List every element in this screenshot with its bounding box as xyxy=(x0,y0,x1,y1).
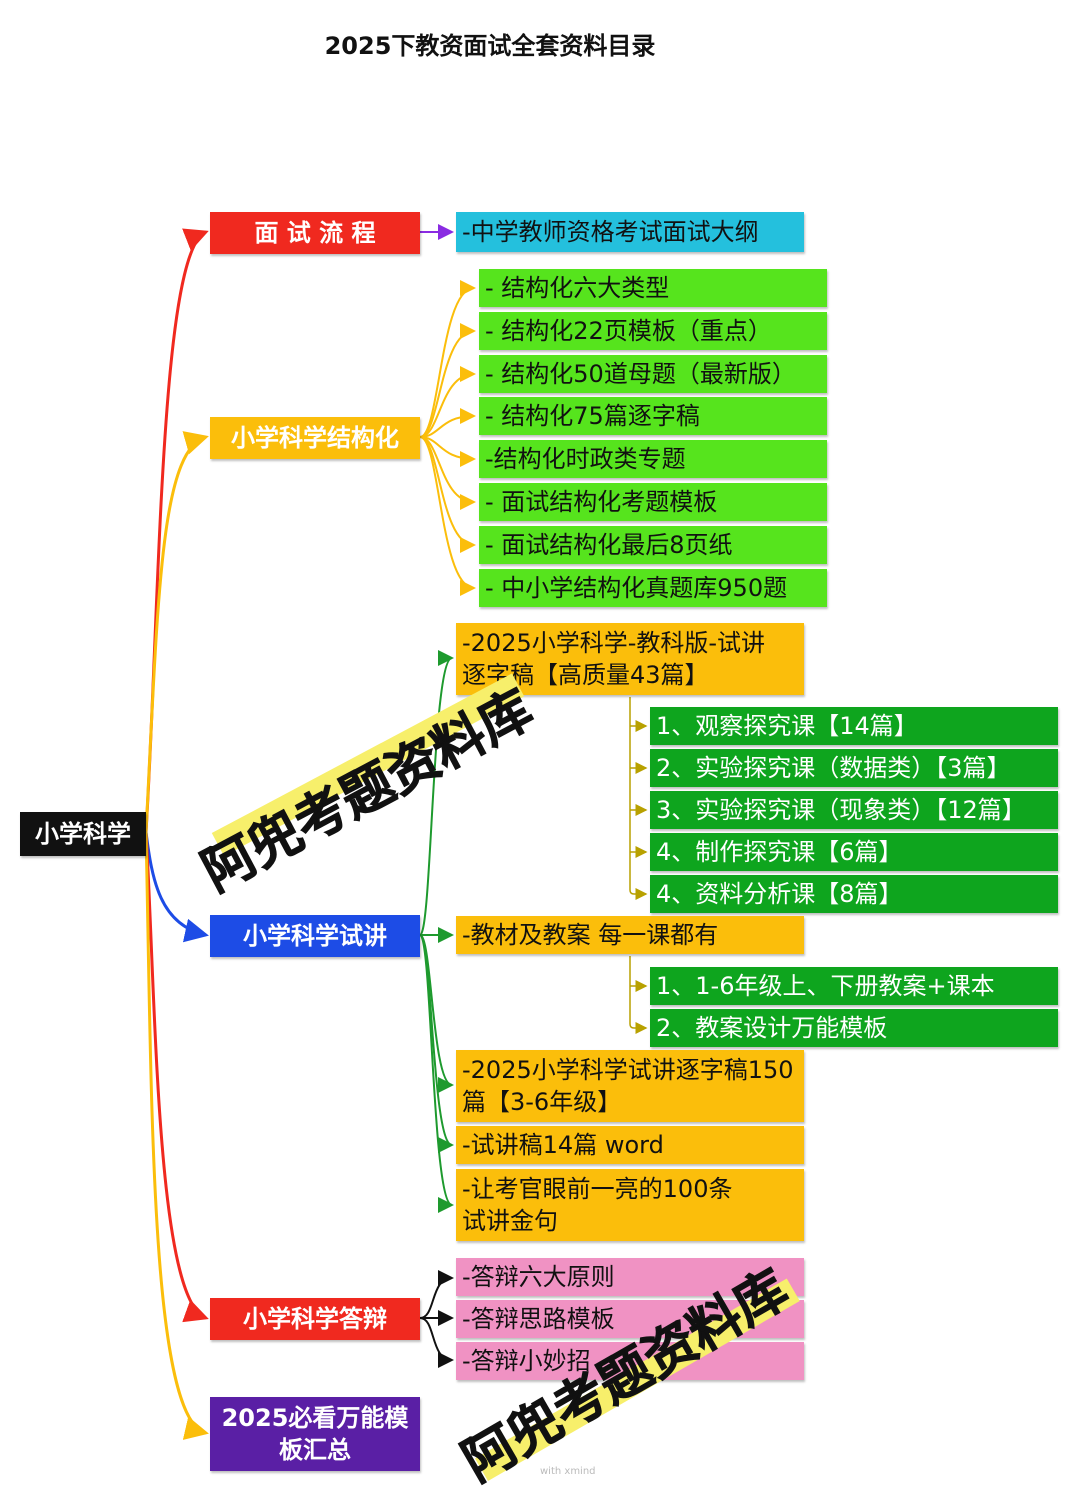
interview-outline-item[interactable]: -中学教师资格考试面试大纲 xyxy=(456,212,804,252)
lecture-subitem[interactable]: 1、观察探究课【14篇】 xyxy=(650,707,1058,745)
root-label: 小学科学 xyxy=(35,820,131,848)
structured-item[interactable]: - 面试结构化考题模板 xyxy=(479,483,827,521)
structured-item[interactable]: - 结构化六大类型 xyxy=(479,269,827,307)
lesson-plan-subitem[interactable]: 2、教案设计万能模板 xyxy=(650,1009,1058,1047)
structured-item[interactable]: - 结构化75篇逐字稿 xyxy=(479,397,827,435)
structured-item[interactable]: - 结构化22页模板（重点） xyxy=(479,312,827,350)
lecture-subitem[interactable]: 4、资料分析课【8篇】 xyxy=(650,875,1058,913)
lecture-item-transcripts-150[interactable]: -2025小学科学试讲逐字稿150 篇【3-6年级】 xyxy=(456,1050,804,1122)
page-title: 2025下教资面试全套资料目录 xyxy=(324,32,656,60)
defense-item[interactable]: -答辩六大原则 xyxy=(456,1258,804,1296)
structured-item[interactable]: -结构化时政类专题 xyxy=(479,440,827,478)
structured-item[interactable]: - 中小学结构化真题库950题 xyxy=(479,569,827,607)
branch-interview-flow[interactable]: 面 试 流 程 xyxy=(210,212,420,254)
lecture-subitem[interactable]: 3、实验探究课（现象类）【12篇】 xyxy=(650,791,1058,829)
branch-label: 小学科学答辩 xyxy=(243,1305,387,1333)
lecture-subitem[interactable]: 2、实验探究课（数据类）【3篇】 xyxy=(650,749,1058,787)
lesson-plan-subitem[interactable]: 1、1-6年级上、下册教案+课本 xyxy=(650,967,1058,1005)
root-node[interactable]: 小学科学 xyxy=(20,812,146,856)
branch-lecture[interactable]: 小学科学试讲 xyxy=(210,915,420,957)
branch-label: 小学科学试讲 xyxy=(243,922,387,950)
lecture-item-lesson-plans[interactable]: -教材及教案 每一课都有 xyxy=(456,916,804,954)
xmind-credit: with xmind xyxy=(540,1466,596,1477)
structured-item[interactable]: - 结构化50道母题（最新版） xyxy=(479,355,827,393)
branch-label: 面 试 流 程 xyxy=(254,219,376,247)
lecture-item-golden-lines[interactable]: -让考官眼前一亮的100条 试讲金句 xyxy=(456,1169,804,1241)
branch-templates[interactable]: 2025必看万能模 板汇总 xyxy=(210,1397,420,1471)
branch-structured[interactable]: 小学科学结构化 xyxy=(210,417,420,459)
lecture-item-word[interactable]: -试讲稿14篇 word xyxy=(456,1126,804,1164)
branch-label: 小学科学结构化 xyxy=(231,424,399,452)
lecture-subitem[interactable]: 4、制作探究课【6篇】 xyxy=(650,833,1058,871)
structured-item[interactable]: - 面试结构化最后8页纸 xyxy=(479,526,827,564)
branch-defense[interactable]: 小学科学答辩 xyxy=(210,1298,420,1340)
